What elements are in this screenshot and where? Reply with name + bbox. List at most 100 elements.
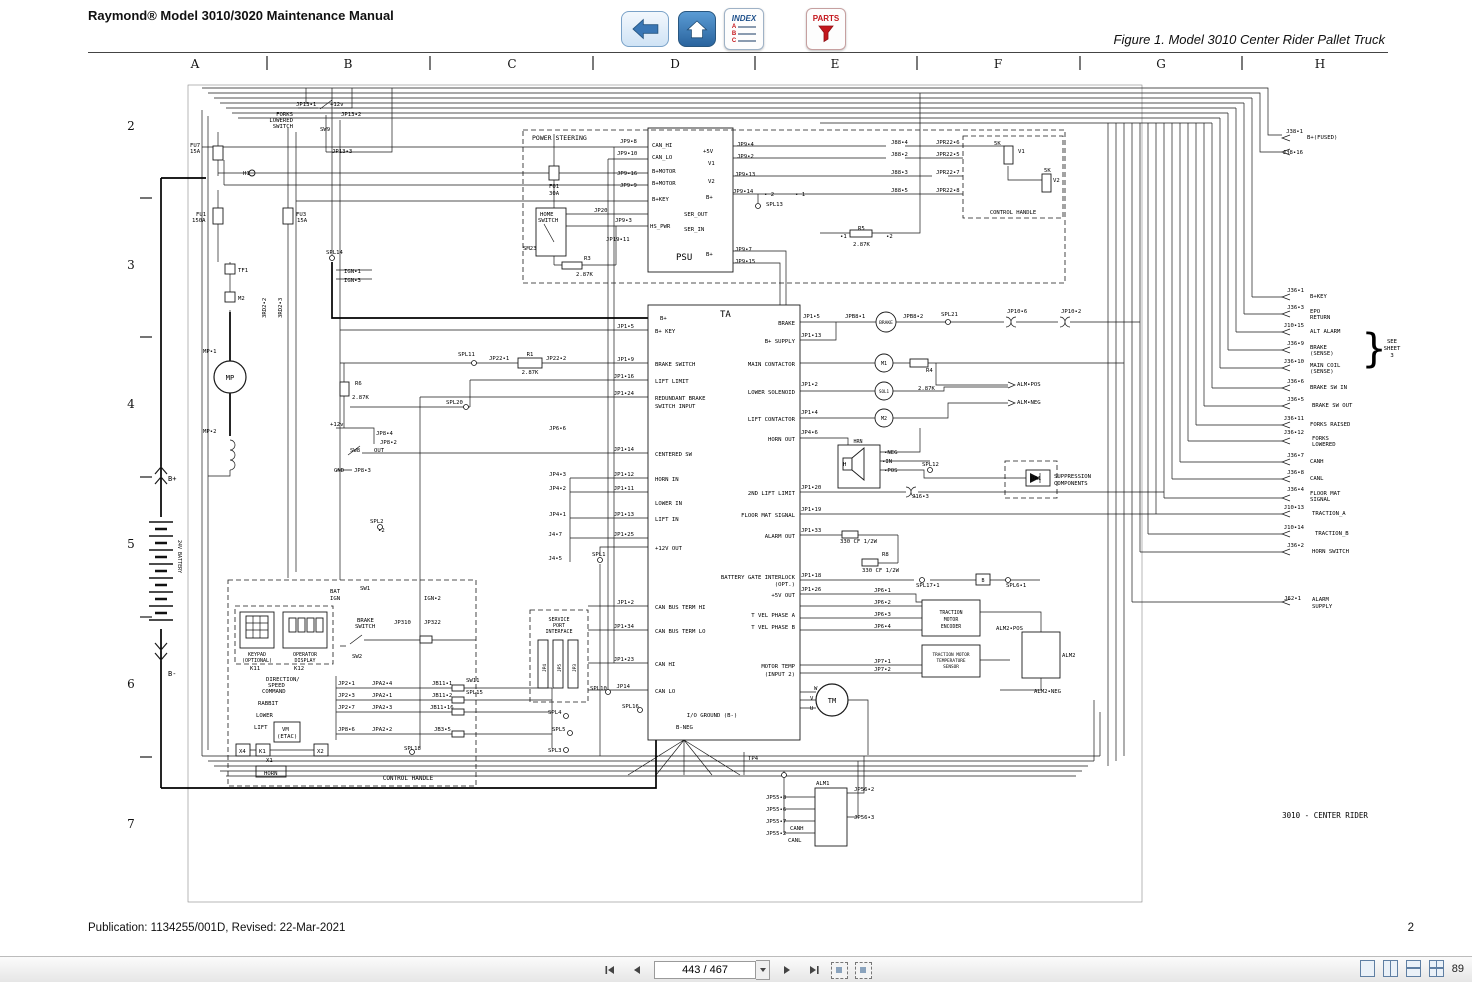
schematic-label: J16•3 bbox=[912, 494, 929, 500]
schematic-label: SPL10 bbox=[590, 686, 607, 692]
schematic-label: B bbox=[981, 578, 984, 584]
grid-ticks bbox=[140, 56, 1243, 758]
schematic-label: J38•1 bbox=[1286, 129, 1303, 135]
schematic-label: TM bbox=[828, 697, 836, 705]
continuous-facing-view-button[interactable] bbox=[1428, 960, 1444, 977]
resistor-r5 bbox=[849, 229, 873, 238]
schematic-label: MOTOR bbox=[944, 617, 959, 623]
schematic-label: JP7•1 bbox=[874, 659, 891, 665]
handle-component bbox=[451, 684, 465, 692]
resistor-r4 bbox=[909, 358, 929, 368]
schematic-label: JP1•5 bbox=[617, 324, 634, 330]
next-page-icon bbox=[784, 966, 790, 974]
next-page-button[interactable] bbox=[777, 961, 797, 979]
schematic-label: J62•1 bbox=[1284, 596, 1301, 602]
schematic-label: J10•13 bbox=[1284, 505, 1304, 511]
operator-display-box bbox=[282, 611, 328, 649]
index-label: INDEX bbox=[731, 14, 757, 23]
schematic-label: B+(FUSED) bbox=[1307, 135, 1337, 141]
schematic-label: GND bbox=[334, 468, 345, 474]
schematic-label: CAN BUS TERM LO bbox=[655, 629, 706, 635]
index-tab-b: B bbox=[731, 31, 737, 37]
schematic-label: SW11 bbox=[466, 678, 479, 684]
page-dropdown-button[interactable] bbox=[756, 960, 770, 980]
schematic-label: VM bbox=[282, 727, 289, 733]
resistor-r3 bbox=[561, 261, 583, 270]
zoom-value: 89 bbox=[1451, 962, 1464, 975]
schematic-label: JP10•6 bbox=[1007, 309, 1027, 315]
index-button[interactable]: INDEX A B C bbox=[724, 8, 764, 50]
schematic-label: R8 bbox=[882, 552, 889, 558]
schematic-label: JPA2•4 bbox=[372, 681, 393, 687]
schematic-label: JP55•8 bbox=[766, 795, 787, 801]
facing-pages-view-button[interactable] bbox=[1382, 960, 1398, 977]
schematic-label: LOWER IN bbox=[655, 501, 682, 507]
schematic-label: B+ bbox=[168, 475, 176, 483]
schematic-label: V bbox=[810, 696, 814, 702]
schematic-label: FLOOR MAT bbox=[1310, 491, 1341, 497]
first-page-icon bbox=[605, 966, 614, 974]
home-switch-box bbox=[535, 207, 567, 257]
schematic-label: RABBIT bbox=[258, 701, 279, 707]
h1-contact-symbol bbox=[248, 169, 256, 177]
schematic-label: FLOOR MAT SIGNAL bbox=[741, 513, 796, 519]
schematic-label: DIRECTION/ bbox=[266, 677, 300, 683]
schematic-label: SENSOR bbox=[943, 664, 959, 670]
schematic-label: J4•5 bbox=[549, 556, 562, 562]
back-button[interactable] bbox=[621, 11, 669, 47]
schematic-label: JP13•3 bbox=[332, 149, 352, 155]
schematic-label: ALM2 bbox=[1062, 653, 1075, 659]
schematic-label: ALM1 bbox=[816, 781, 829, 787]
index-line-icon bbox=[738, 26, 757, 28]
schematic-label: J36•10 bbox=[1284, 359, 1304, 365]
schematic-label: JP1•11 bbox=[614, 486, 634, 492]
grid-column-letter: G bbox=[1156, 57, 1166, 71]
schematic-label: J4•7 bbox=[549, 532, 562, 538]
last-page-icon bbox=[810, 966, 819, 974]
schematic-label: MOTOR TEMP bbox=[761, 664, 795, 670]
schematic-label: JP56•3 bbox=[854, 815, 874, 821]
schematic-label: M2 bbox=[881, 416, 887, 422]
resistor-330-1 bbox=[841, 530, 859, 539]
parts-button[interactable]: PARTS bbox=[806, 8, 846, 50]
display-bar-icon bbox=[288, 617, 297, 633]
schematic-label: J36•4 bbox=[1287, 487, 1304, 493]
continuous-view-button[interactable] bbox=[1405, 960, 1421, 977]
handle-component bbox=[451, 708, 465, 716]
snapshot-tool-button[interactable] bbox=[831, 961, 848, 979]
schematic-label: R3 bbox=[584, 256, 591, 262]
last-page-button[interactable] bbox=[804, 961, 824, 979]
schematic-label: TRACTION_B bbox=[1315, 531, 1349, 537]
schematic-label: LIFT IN bbox=[655, 517, 679, 523]
schematic-label: IGN•2 bbox=[424, 596, 441, 602]
schematic-label: JP5 bbox=[557, 664, 563, 672]
index-tab-a: A bbox=[731, 24, 737, 30]
index-line-icon bbox=[738, 40, 757, 42]
schematic-label: (SENSE) bbox=[1310, 351, 1334, 357]
previous-page-button[interactable] bbox=[627, 961, 647, 979]
first-page-button[interactable] bbox=[600, 961, 620, 979]
terminal-arrows bbox=[1007, 134, 1291, 606]
single-page-view-button[interactable] bbox=[1359, 960, 1375, 977]
schematic-label: J88•3 bbox=[891, 170, 908, 176]
display-bar-icon bbox=[297, 617, 306, 633]
select-tool-button[interactable] bbox=[855, 961, 872, 979]
schematic-label: LIFT CONTACTOR bbox=[748, 417, 796, 423]
x2-box bbox=[313, 743, 329, 757]
schematic-label: OUT bbox=[374, 448, 385, 454]
resistor-r6 bbox=[339, 381, 350, 397]
service-connector-jp5 bbox=[552, 639, 564, 689]
schematic-label: SM23 bbox=[523, 246, 536, 252]
tm-motor-symbol bbox=[815, 683, 849, 717]
page-number-input[interactable] bbox=[654, 961, 756, 979]
schematic-label: IGN•1 bbox=[344, 269, 361, 275]
schematic-label: SPL14 bbox=[326, 250, 343, 256]
schematic-label: JPA2•1 bbox=[372, 693, 392, 699]
m1-coil-symbol bbox=[874, 353, 894, 373]
schematic-label: } bbox=[1362, 326, 1386, 372]
schematic-label: JP1•9 bbox=[617, 357, 634, 363]
schematic-label: B+MOTOR bbox=[652, 181, 676, 187]
home-button[interactable] bbox=[678, 11, 716, 47]
schematic-label: B+ KEY bbox=[655, 329, 676, 335]
schematic-label: J38•16 bbox=[1283, 150, 1303, 156]
